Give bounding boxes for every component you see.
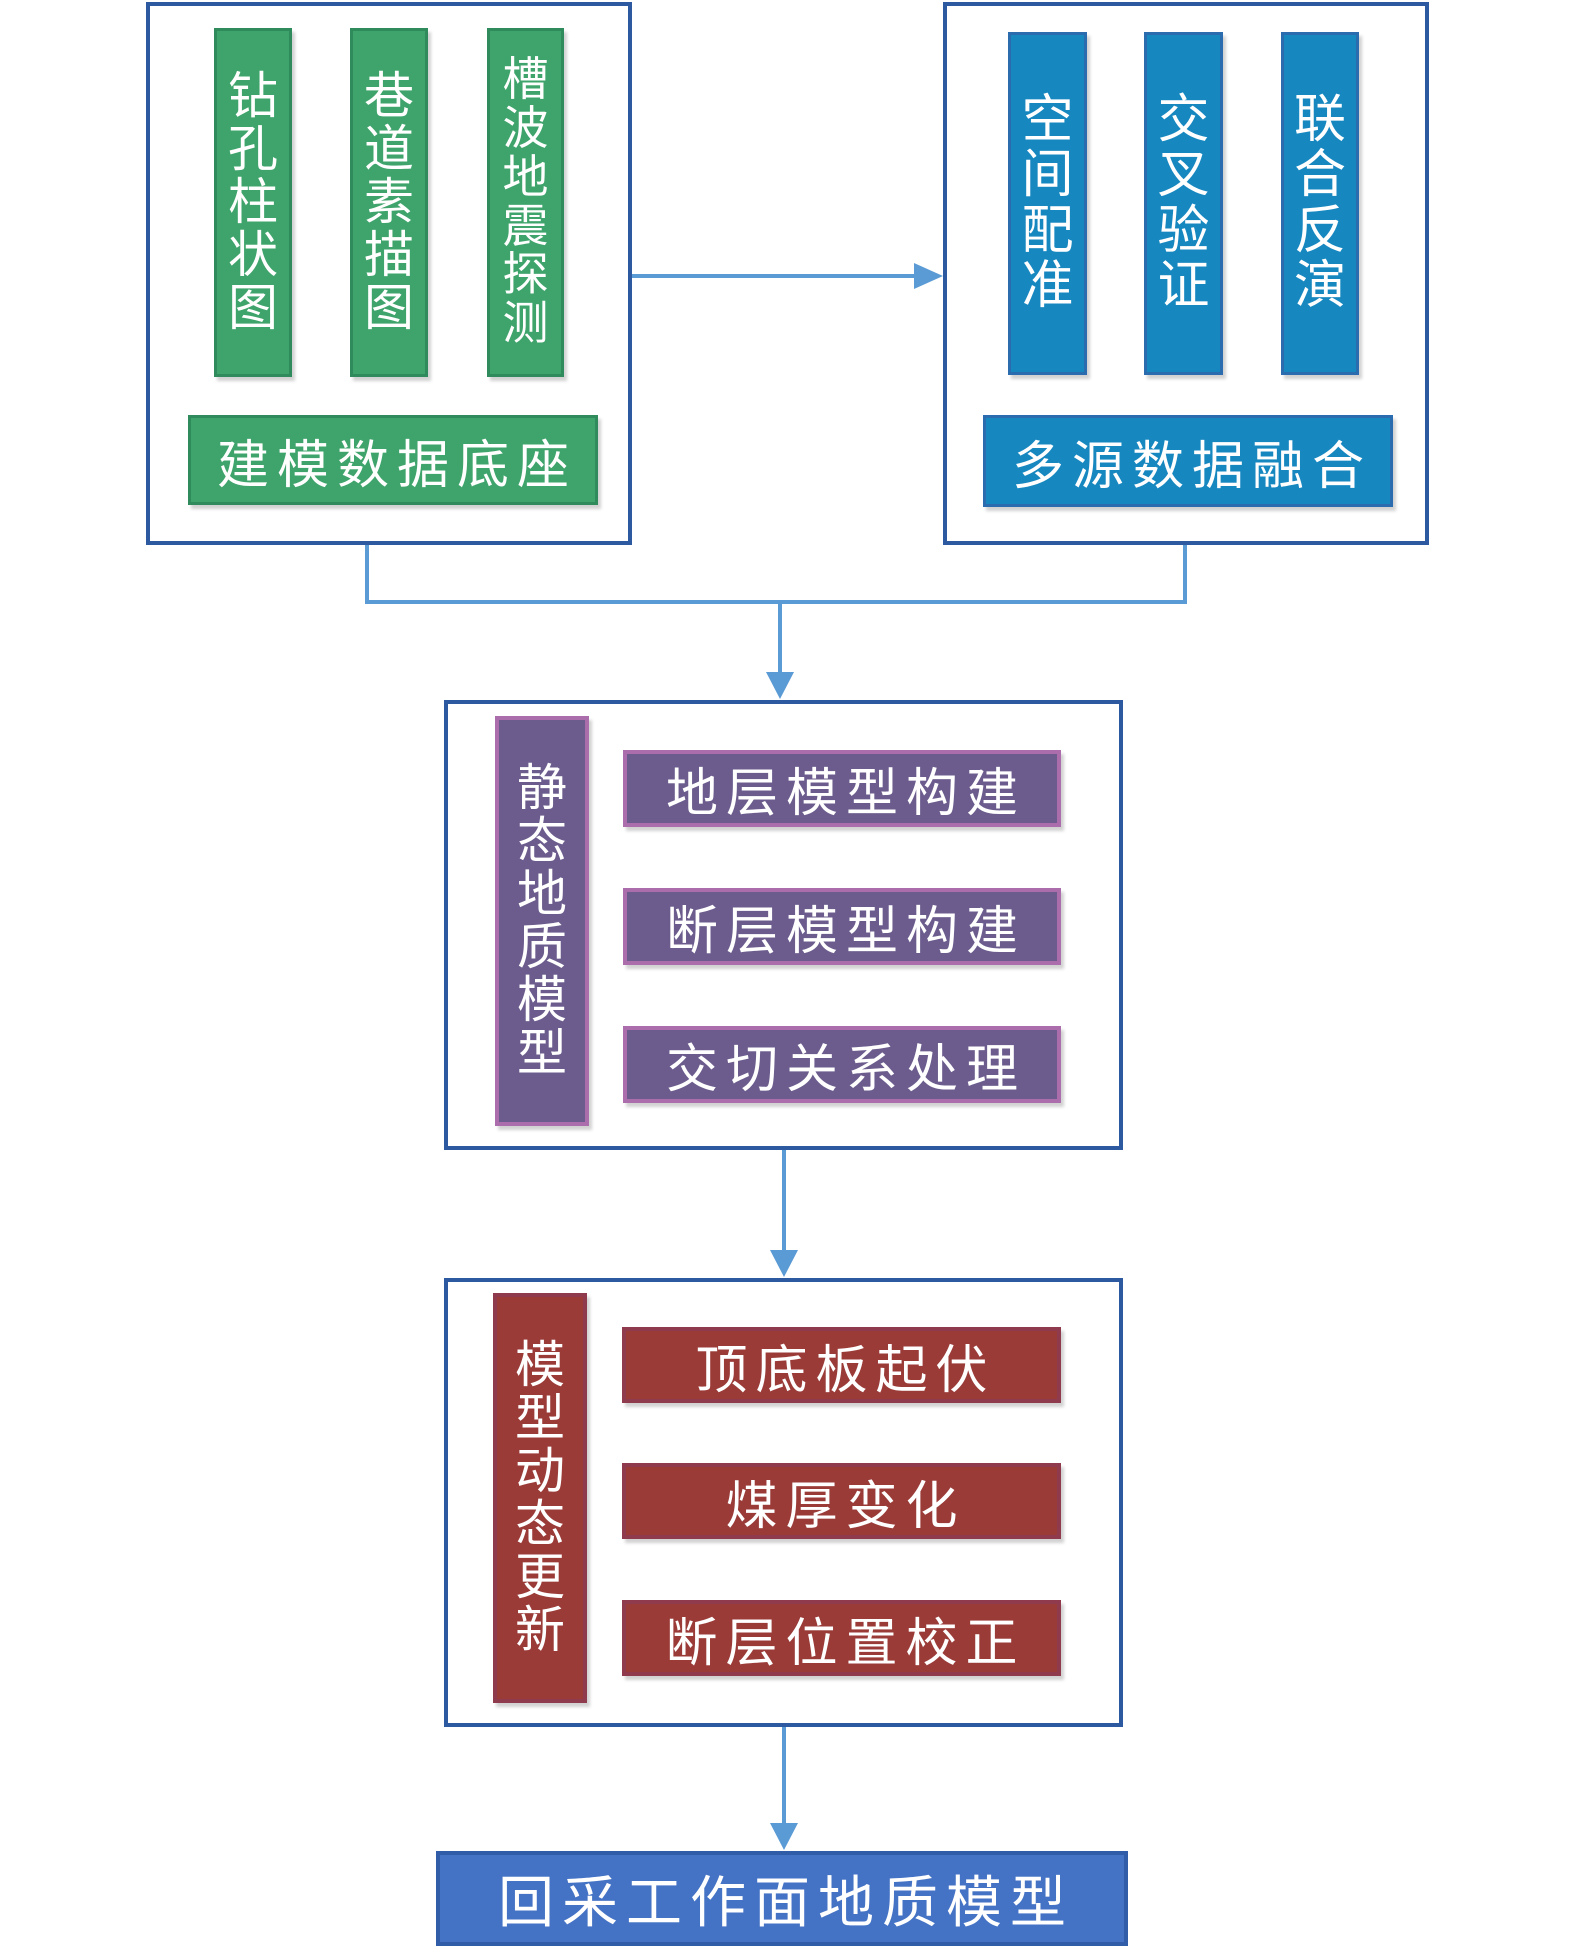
intersection-handling-step-bar: 交切关系处理 [623,1026,1061,1103]
spatial-registration-bar: 空间配准 [1008,32,1087,375]
channel-wave-seismic-bar: 槽波地震探测 [487,28,564,377]
connector-static-to-dynamic-line [782,1150,786,1252]
output-model-bar: 回采工作面地质模型 [436,1851,1128,1946]
connector-left-stub-line [365,545,369,604]
fault-model-step-bar: 断层模型构建 [623,888,1061,965]
drill-hole-column-chart-bar: 钻孔柱状图 [214,28,292,377]
down-arrow-icon [770,1823,798,1850]
data-base-summary-bar: 建模数据底座 [188,415,598,505]
connector-left-to-right-line [632,274,916,278]
static-model-side-label-bar: 静态地质模型 [495,716,589,1126]
fault-position-correction-step-bar: 断层位置校正 [622,1600,1061,1676]
right-arrow-icon [914,263,943,289]
roof-floor-undulation-step-bar: 顶底板起伏 [622,1327,1061,1403]
connector-merge-line [365,600,1187,604]
down-arrow-icon [770,1250,798,1277]
cross-validation-bar: 交叉验证 [1144,32,1223,375]
down-arrow-icon [766,672,794,699]
stratum-model-step-bar: 地层模型构建 [623,750,1061,827]
fusion-summary-bar: 多源数据融合 [983,415,1393,507]
connector-merge-drop-line [778,604,782,674]
connector-dynamic-to-output-line [782,1727,786,1824]
dynamic-update-side-label-bar: 模型动态更新 [493,1293,587,1703]
coal-thickness-change-step-bar: 煤厚变化 [622,1463,1061,1539]
joint-inversion-bar: 联合反演 [1281,32,1359,375]
connector-right-stub-line [1183,545,1187,604]
roadway-sketch-bar: 巷道素描图 [350,28,428,377]
